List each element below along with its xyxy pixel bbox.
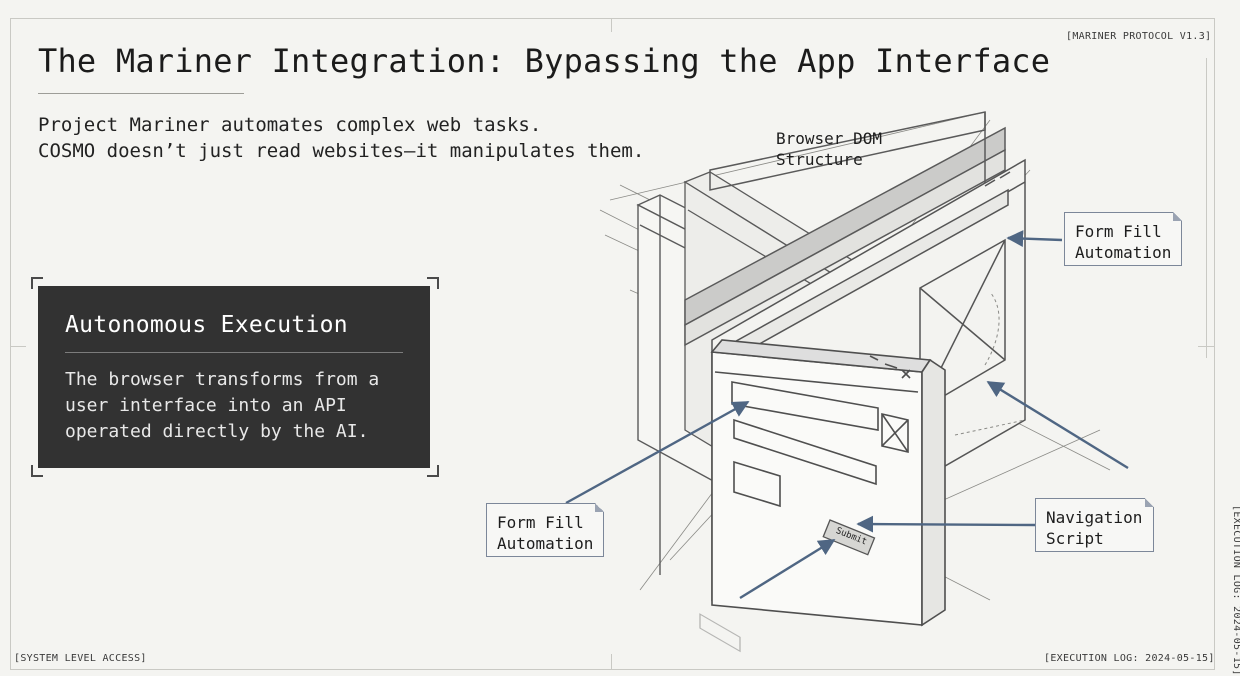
card-body: The browser transforms from a user inter… (65, 367, 403, 445)
form-fill-left-line-1: Form Fill (497, 513, 584, 532)
card-bracket-top-left (31, 277, 43, 289)
form-fill-left-line-2: Automation (497, 534, 594, 553)
execution-log-side-tag: [EXECUTION LOG: 2024-05-15] (1231, 505, 1240, 676)
browser-dom-label-line-1: Browser DOM (776, 129, 882, 148)
subtitle-line-2: COSMO doesn’t just read websites—it mani… (38, 140, 645, 162)
navigation-line-1: Navigation (1046, 508, 1143, 527)
page-subtitle: Project Mariner automates complex web ta… (38, 112, 644, 164)
note-fold-icon (1145, 498, 1154, 507)
access-tag: [SYSTEM LEVEL ACCESS] (14, 653, 147, 664)
card-bracket-bottom-left (31, 465, 43, 477)
dashed-hints (954, 291, 1026, 436)
guide-right-upper (1206, 58, 1207, 358)
browser-dom-label: Browser DOM Structure (776, 128, 882, 170)
title-underline (38, 93, 244, 94)
card-heading: Autonomous Execution (65, 312, 348, 338)
pointer-arrows (565, 230, 1129, 600)
card-body-line-2: user interface into an API (65, 395, 347, 416)
note-fold-icon (595, 503, 604, 512)
card-body-line-3: operated directly by the AI. (65, 421, 369, 442)
submit-button-graphic (822, 519, 876, 556)
frame-left-line (10, 18, 11, 670)
form-fill-top-line-2: Automation (1075, 243, 1172, 262)
execution-log-tag: [EXECUTION LOG: 2024-05-15] (1044, 653, 1215, 664)
frame-bottom-line (10, 669, 1215, 670)
browser-dom-label-line-2: Structure (776, 150, 863, 169)
protocol-tag: [MARINER PROTOCOL V1.3] (1066, 31, 1212, 42)
card-bracket-top-right (427, 277, 439, 289)
form-fill-top-callout: Form Fill Automation (1064, 212, 1182, 266)
autonomous-execution-card: Autonomous Execution The browser transfo… (38, 286, 430, 468)
form-fill-left-callout: Form Fill Automation (486, 503, 604, 557)
frame-tick-top-center (611, 18, 612, 32)
page-title: The Mariner Integration: Bypassing the A… (38, 42, 1051, 80)
frame-top-line (10, 18, 1215, 19)
navigation-script-callout: Navigation Script (1035, 498, 1154, 552)
card-body-line-1: The browser transforms from a (65, 369, 380, 390)
frame-right-line (1214, 18, 1215, 670)
browser-window-front (710, 339, 946, 627)
card-divider (65, 352, 403, 353)
card-bracket-bottom-right (427, 465, 439, 477)
frame-tick-left-middle (10, 346, 26, 347)
form-fill-top-line-1: Form Fill (1075, 222, 1162, 241)
navigation-line-2: Script (1046, 529, 1104, 548)
subtitle-line-1: Project Mariner automates complex web ta… (38, 114, 542, 136)
note-fold-icon (1173, 212, 1182, 221)
frame-tick-bottom-center (611, 654, 612, 670)
